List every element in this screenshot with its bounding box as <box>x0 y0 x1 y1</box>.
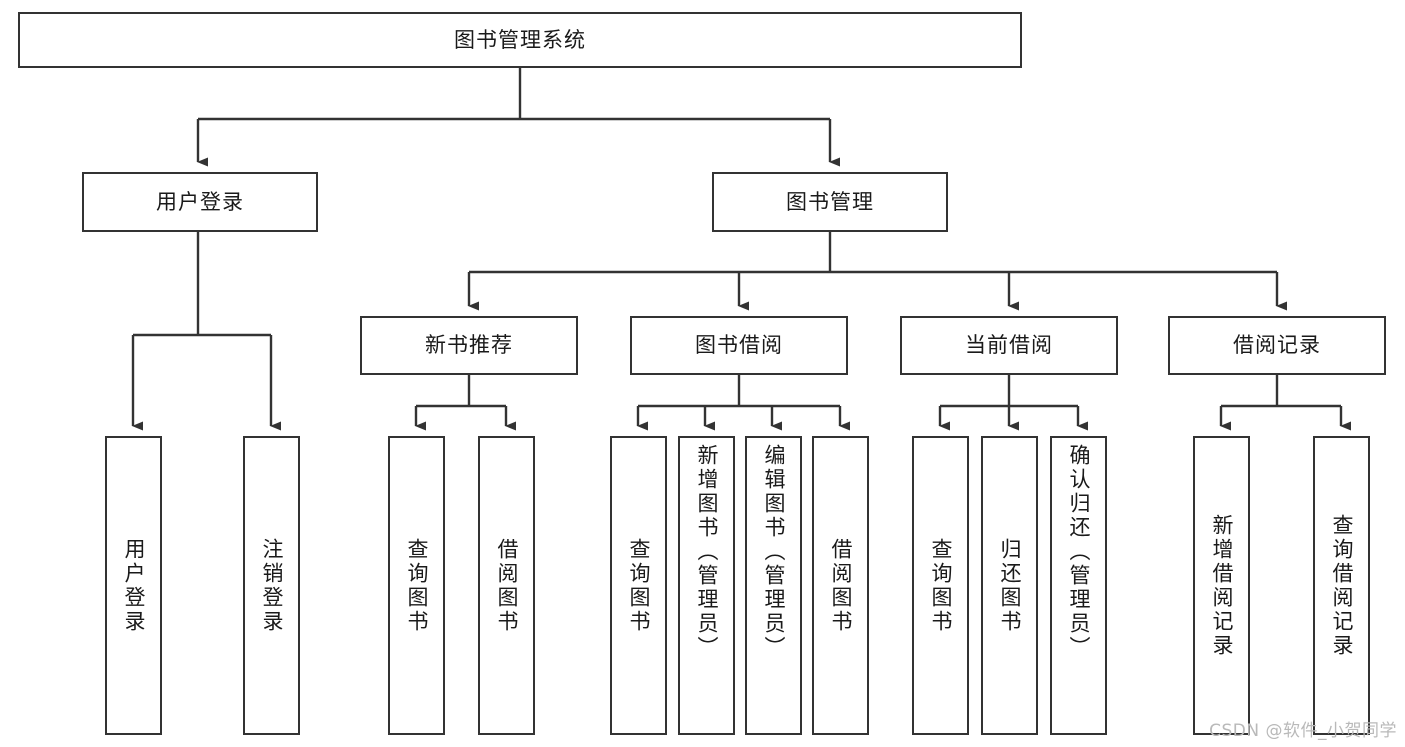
node-book-management[interactable]: 图书管理 <box>712 172 948 232</box>
node-root-book-management-system[interactable]: 图书管理系统 <box>18 12 1022 68</box>
leaf-add-book-admin[interactable]: 新增图书（管理员） <box>678 436 735 735</box>
leaf-user-login[interactable]: 用户登录 <box>105 436 162 735</box>
node-label: 借阅图书 <box>495 537 520 634</box>
node-book-borrowing[interactable]: 图书借阅 <box>630 316 848 375</box>
node-label: 新书推荐 <box>425 333 513 358</box>
leaf-lend-book[interactable]: 借阅图书 <box>812 436 869 735</box>
leaf-query-borrow-record[interactable]: 查询借阅记录 <box>1313 436 1370 735</box>
node-label: 用户登录 <box>122 537 147 634</box>
leaf-borrow-book-recommend[interactable]: 借阅图书 <box>478 436 535 735</box>
node-label: 当前借阅 <box>965 333 1053 358</box>
leaf-edit-book-admin[interactable]: 编辑图书（管理员） <box>745 436 802 735</box>
node-label: 查询借阅记录 <box>1330 513 1355 658</box>
node-label: 查询图书 <box>405 537 430 634</box>
node-label: 确认归还（管理员） <box>1067 444 1092 660</box>
node-label: 借阅图书 <box>829 537 854 634</box>
node-label: 借阅记录 <box>1233 333 1321 358</box>
leaf-add-borrow-record[interactable]: 新增借阅记录 <box>1193 436 1250 735</box>
leaf-confirm-return-admin[interactable]: 确认归还（管理员） <box>1050 436 1107 735</box>
node-label: 注销登录 <box>260 537 285 634</box>
node-label: 归还图书 <box>998 537 1023 634</box>
leaf-query-book-recommend[interactable]: 查询图书 <box>388 436 445 735</box>
node-label: 查询图书 <box>627 537 652 634</box>
leaf-query-book-current[interactable]: 查询图书 <box>912 436 969 735</box>
node-current-borrowing[interactable]: 当前借阅 <box>900 316 1118 375</box>
node-new-book-recommendation[interactable]: 新书推荐 <box>360 316 578 375</box>
node-label: 编辑图书（管理员） <box>762 444 787 660</box>
node-label: 图书管理系统 <box>454 27 586 52</box>
node-label: 用户登录 <box>156 189 244 214</box>
node-user-login[interactable]: 用户登录 <box>82 172 318 232</box>
node-label: 图书管理 <box>786 189 874 214</box>
leaf-query-book-borrow[interactable]: 查询图书 <box>610 436 667 735</box>
node-label: 新增借阅记录 <box>1210 513 1235 658</box>
leaf-return-book[interactable]: 归还图书 <box>981 436 1038 735</box>
watermark-text: CSDN @软件_小贺同学 <box>1209 721 1397 741</box>
node-label: 图书借阅 <box>695 333 783 358</box>
node-label: 查询图书 <box>929 537 954 634</box>
node-borrowing-record[interactable]: 借阅记录 <box>1168 316 1386 375</box>
leaf-user-logout[interactable]: 注销登录 <box>243 436 300 735</box>
node-label: 新增图书（管理员） <box>695 444 720 660</box>
